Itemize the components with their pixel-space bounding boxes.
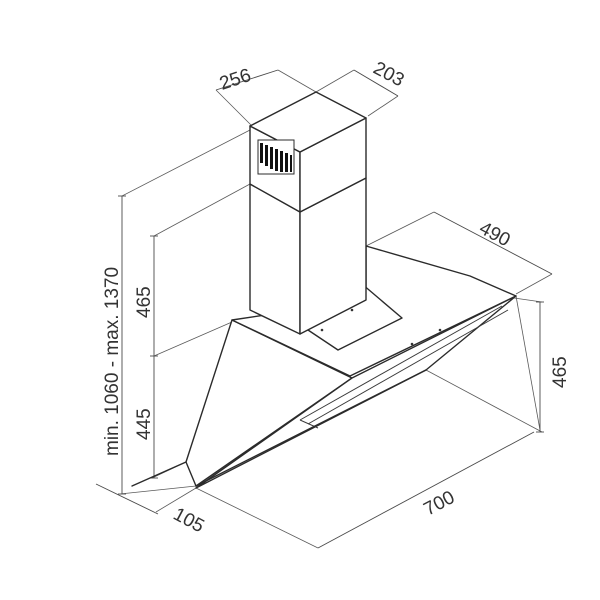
screw-dot — [410, 342, 414, 346]
label-203: 203 — [370, 58, 408, 91]
dimension-lines — [95, 69, 553, 549]
label-490: 490 — [476, 218, 514, 251]
vent-grille-icon — [257, 139, 295, 175]
dim-line-700 — [317, 431, 535, 549]
label-700: 700 — [420, 487, 458, 520]
screw-dot — [320, 328, 324, 332]
label-465-right: 465 — [550, 356, 571, 388]
label-total-height: min. 1060 - max. 1370 — [102, 267, 123, 456]
screw-dot — [438, 328, 442, 332]
dim-line-490 — [433, 211, 553, 275]
dim-line-105 — [95, 483, 159, 515]
extension-lines — [119, 69, 553, 549]
dim-line-203 — [353, 69, 399, 97]
dim-line-256 — [215, 69, 279, 91]
screw-dot — [350, 308, 354, 312]
dimension-labels: 256 203 490 465 min. 1060 - max. 1370 46… — [102, 58, 571, 537]
label-445: 445 — [134, 408, 155, 440]
label-465-left: 465 — [134, 286, 155, 318]
label-256: 256 — [217, 65, 254, 95]
label-105: 105 — [170, 504, 208, 537]
hood-body — [131, 91, 517, 489]
